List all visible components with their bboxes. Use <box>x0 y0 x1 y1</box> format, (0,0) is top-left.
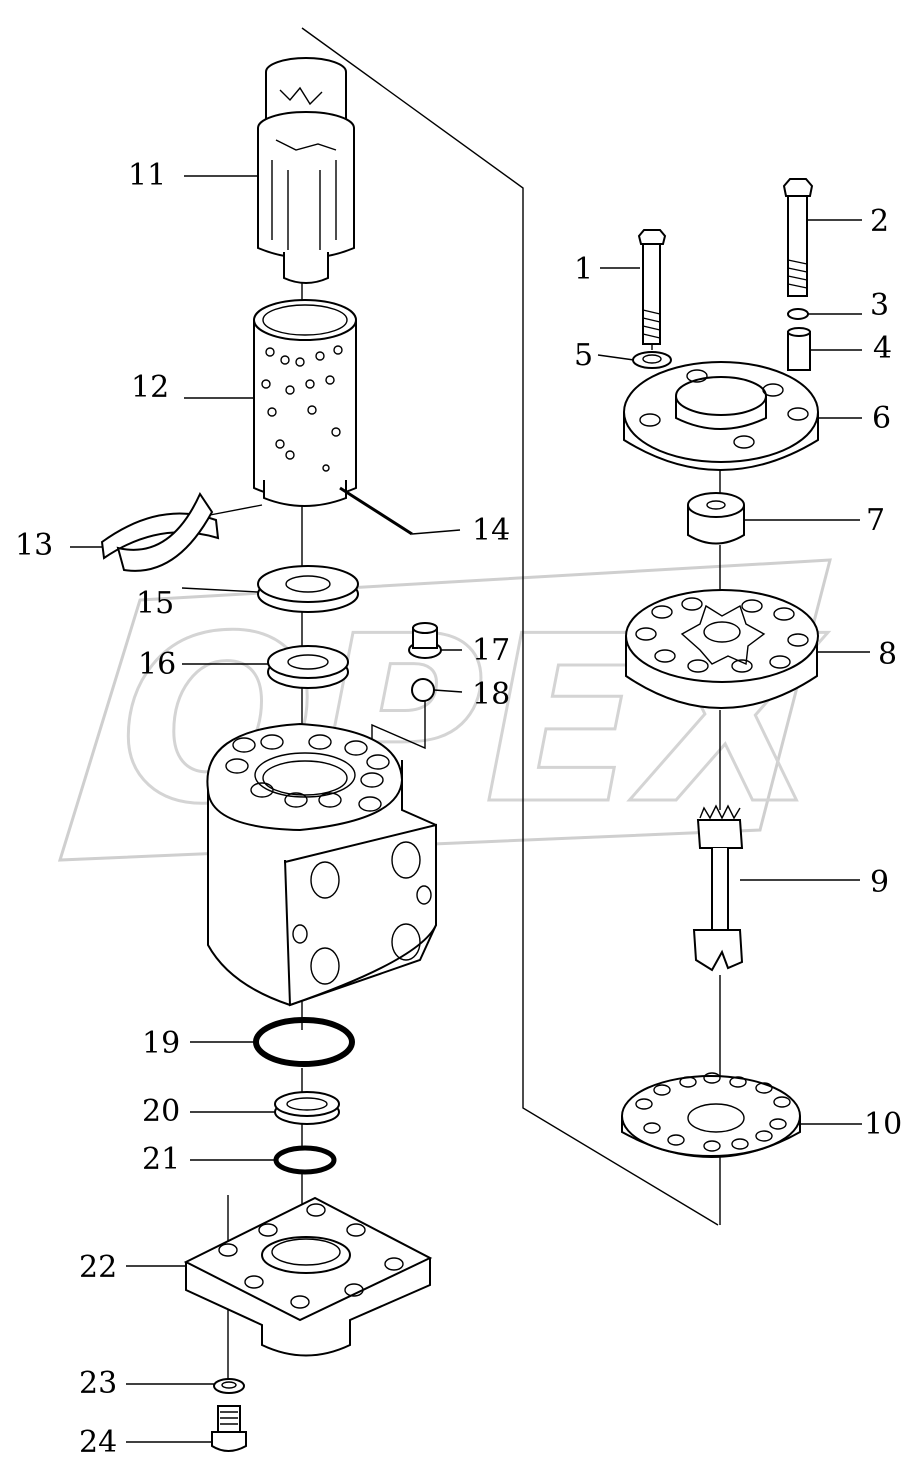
part-17-plug <box>408 622 442 659</box>
part-18-ball <box>411 678 435 702</box>
callout-14: 14 <box>472 513 510 548</box>
leader-lines <box>70 175 870 1443</box>
part-21-o-ring <box>273 1145 337 1175</box>
part-15-bearing-race <box>257 565 359 613</box>
part-1-bolt <box>637 229 667 345</box>
callout-5: 5 <box>574 338 593 373</box>
part-13-leaf-springs <box>100 491 263 572</box>
part-3-washer <box>787 308 809 320</box>
callout-23: 23 <box>79 1366 117 1401</box>
part-20-bushing <box>274 1091 340 1125</box>
callout-4: 4 <box>873 331 892 366</box>
housing-block <box>206 722 437 1007</box>
callout-20: 20 <box>142 1094 180 1129</box>
part-19-o-ring <box>253 1017 355 1067</box>
callout-1: 1 <box>574 252 593 287</box>
part-16-seal <box>267 645 349 689</box>
callout-13: 13 <box>15 528 53 563</box>
part-4-spacer <box>787 327 811 371</box>
callout-19: 19 <box>142 1026 180 1061</box>
part-9-drive-shaft <box>692 804 744 972</box>
callout-15: 15 <box>136 586 174 621</box>
callout-labels: 1 2 3 4 5 6 7 8 9 10 11 12 13 14 15 16 1… <box>15 158 902 1460</box>
callout-9: 9 <box>870 865 889 900</box>
part-10-end-plate <box>621 1072 801 1158</box>
callout-6: 6 <box>872 401 891 436</box>
part-11-spool-sleeve <box>257 57 355 284</box>
callout-2: 2 <box>870 204 889 239</box>
callout-16: 16 <box>138 647 176 682</box>
callout-18: 18 <box>472 677 510 712</box>
callout-22: 22 <box>79 1250 117 1285</box>
callout-21: 21 <box>142 1142 180 1177</box>
part-6-end-cap <box>623 361 819 471</box>
part-24-check-valve <box>211 1405 247 1452</box>
callout-10: 10 <box>864 1107 902 1142</box>
part-22-end-flange <box>183 1196 433 1357</box>
part-14-pin <box>339 486 413 536</box>
part-2-bolt <box>782 178 814 297</box>
part-5-washer <box>632 351 672 369</box>
callout-3: 3 <box>870 288 889 323</box>
assembly-boundary-line <box>301 27 719 1226</box>
callout-7: 7 <box>866 503 885 538</box>
callout-12: 12 <box>131 370 169 405</box>
callout-11: 11 <box>128 158 166 193</box>
part-7-spacer <box>687 492 745 545</box>
part-12-valve-sleeve <box>253 299 357 507</box>
callout-24: 24 <box>79 1425 117 1460</box>
part-23-washer <box>213 1378 245 1394</box>
callout-17: 17 <box>472 633 510 668</box>
callout-8: 8 <box>878 637 897 672</box>
part-8-gerotor-set <box>625 589 819 709</box>
